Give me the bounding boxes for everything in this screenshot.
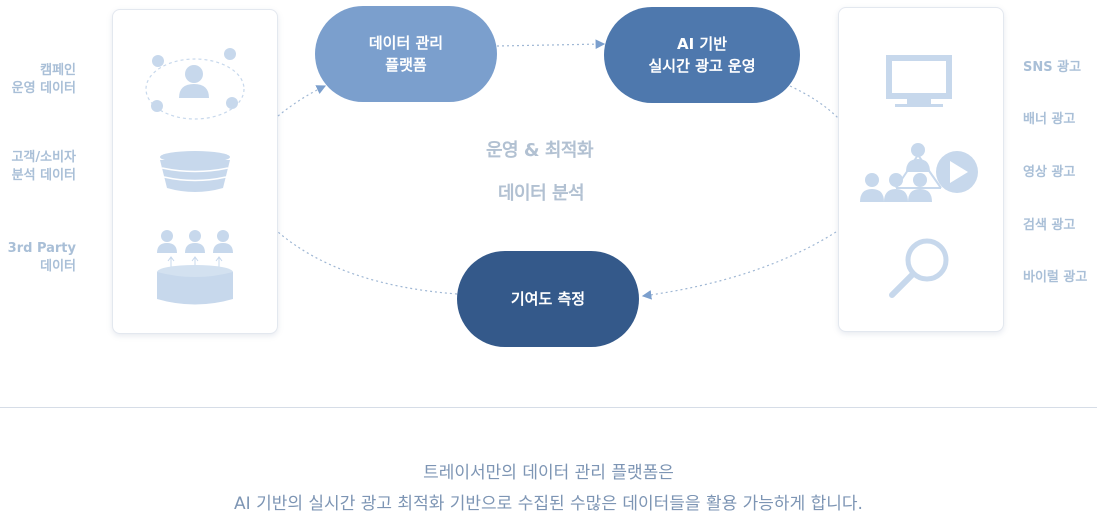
label-line: 고객/소비자	[11, 150, 76, 165]
label-video-ad: 영상 광고	[1023, 165, 1076, 180]
node-label: 플랫폼	[385, 56, 427, 74]
node-label: AI 기반	[676, 35, 727, 53]
node-data-platform: 데이터 관리 플랫폼	[315, 6, 497, 102]
connector-ai-to-right	[789, 85, 839, 119]
node-label: 실시간 광고 운영	[648, 57, 756, 75]
section-divider	[0, 407, 1097, 408]
label-search-ad: 검색 광고	[1023, 218, 1076, 233]
label-line: 3rd Party	[7, 241, 76, 256]
center-data-analysis: 데이터 분석	[498, 183, 585, 204]
monitor-icon	[886, 55, 952, 107]
node-label: 데이터 관리	[368, 34, 444, 52]
label-line: 데이터	[40, 259, 76, 274]
video-play-icon	[936, 151, 978, 193]
label-customer-data: 고객/소비자 분석 데이터	[0, 149, 76, 185]
search-magnifier-icon	[889, 238, 949, 298]
connector-right-to-measure	[641, 231, 837, 300]
node-contribution-measure: 기여도 측정	[457, 251, 639, 347]
network-person-left	[860, 173, 884, 202]
label-viral-ad: 바이럴 광고	[1023, 270, 1088, 285]
label-line: 운영 데이터	[11, 81, 76, 96]
label-line: 캠페인	[40, 63, 76, 78]
label-line: 분석 데이터	[11, 168, 76, 183]
label-sns-ad: SNS 광고	[1023, 60, 1082, 75]
label-3rd-party-data: 3rd Party 데이터	[0, 240, 76, 276]
campaign-cycle-icon	[145, 48, 245, 120]
connector-left-to-platform	[277, 85, 327, 117]
node-label: 기여도 측정	[510, 290, 586, 308]
right-panel-icons	[860, 55, 978, 298]
label-campaign-data: 캠페인 운영 데이터	[0, 62, 76, 98]
connector-platform-to-ai	[496, 39, 606, 49]
database-icon	[160, 151, 230, 192]
node-ai-realtime-ops: AI 기반 실시간 광고 운영	[604, 7, 800, 103]
footer-line-1: 트레이서만의 데이터 관리 플랫폼은	[423, 463, 674, 483]
right-channel-panel	[838, 7, 1004, 332]
left-data-panel	[112, 9, 278, 334]
network-people-icon	[884, 143, 942, 202]
connector-measure-to-left	[277, 231, 458, 295]
left-panel-icons	[145, 48, 245, 305]
third-party-data-icon	[157, 230, 233, 305]
center-ops-optimization: 운영 & 최적화	[486, 140, 594, 161]
footer-line-2: AI 기반의 실시간 광고 최적화 기반으로 수집된 수많은 데이터들을 활용 …	[234, 494, 863, 514]
label-banner-ad: 배너 광고	[1023, 112, 1076, 127]
